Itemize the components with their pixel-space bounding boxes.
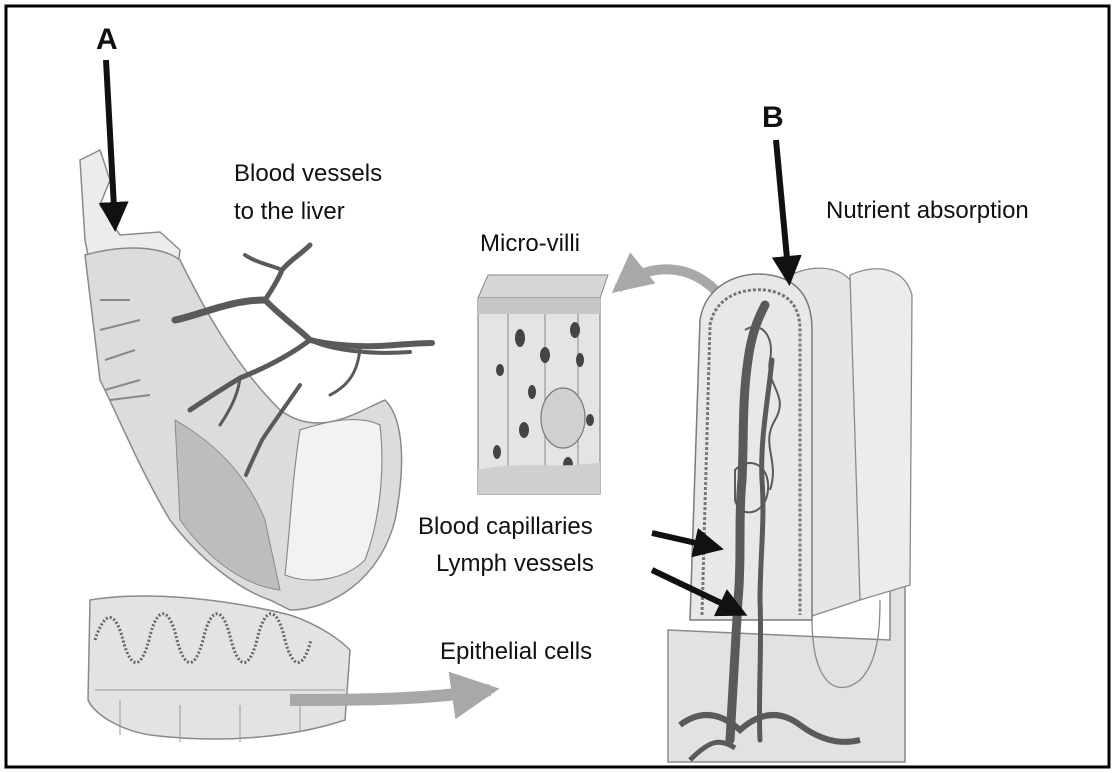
arrow-b <box>776 140 789 280</box>
label-micro-villi: Micro-villi <box>480 230 580 259</box>
intestine-illustration <box>80 150 402 742</box>
villus-illustration <box>668 268 912 762</box>
microvilli-cell-block <box>478 275 608 494</box>
villus-front-finger <box>690 274 812 620</box>
label-blood-vessels-line2: to the liver <box>234 198 345 227</box>
arrow-to-microvilli <box>618 269 720 295</box>
label-lymph-vessels: Lymph vessels <box>436 550 594 579</box>
label-a: A <box>96 22 118 58</box>
label-epithelial-cells: Epithelial cells <box>440 638 592 667</box>
intestine-base-slab <box>88 596 350 739</box>
villus-back-finger-2 <box>850 269 912 600</box>
label-b: B <box>762 100 784 136</box>
label-nutrient-absorption: Nutrient absorption <box>826 197 1029 226</box>
label-blood-vessels-line1: Blood vessels <box>234 160 382 189</box>
arrow-a <box>106 60 115 226</box>
label-blood-capillaries: Blood capillaries <box>418 513 593 542</box>
